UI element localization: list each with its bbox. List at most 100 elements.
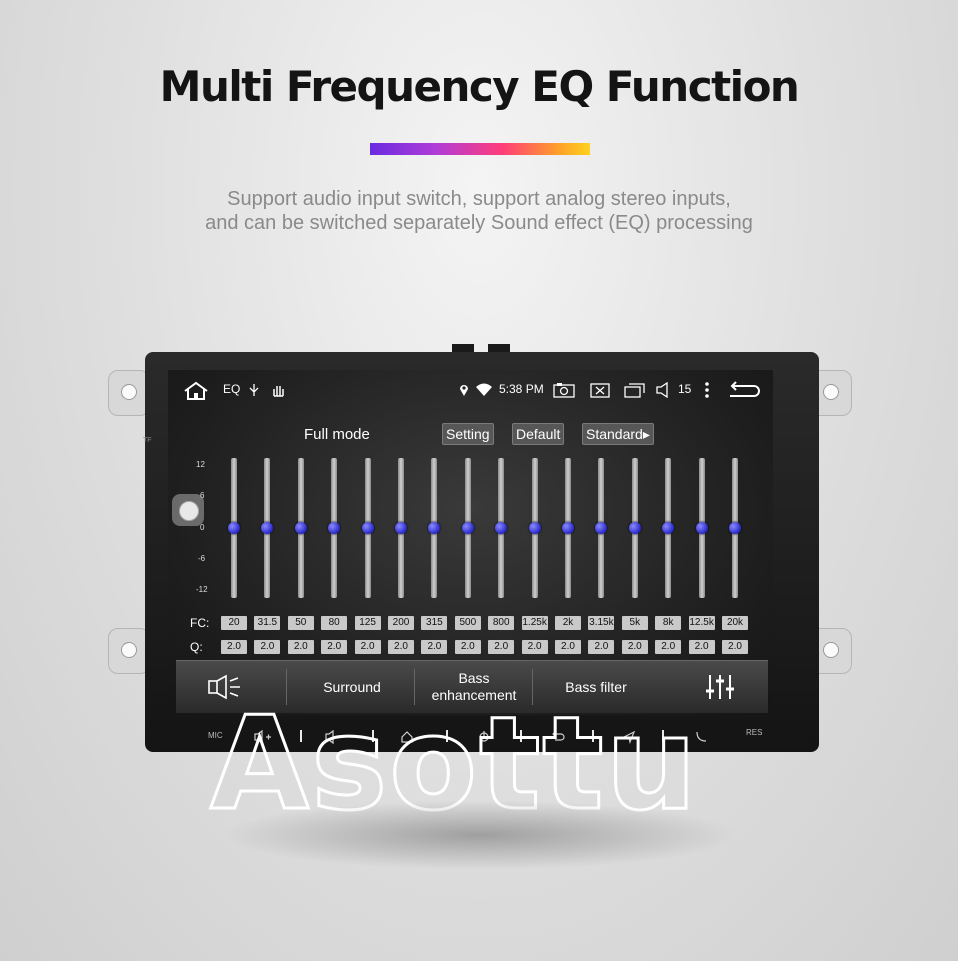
power-icon	[479, 731, 489, 742]
status-bar: EQ 5:38 PM 15	[168, 370, 773, 412]
bass-filter-button[interactable]: Bass filter	[565, 679, 627, 695]
res-label: RES	[746, 728, 763, 737]
eq-slider-knob[interactable]	[461, 522, 474, 534]
q-value[interactable]: 2.0	[722, 640, 748, 654]
subtitle-line-1: Support audio input switch, support anal…	[227, 188, 731, 210]
accent-bar	[370, 143, 590, 155]
volume-level: 15	[678, 382, 692, 396]
bass-enhancement-button[interactable]: Bass enhancement	[418, 661, 530, 713]
fc-value[interactable]: 125	[354, 616, 381, 630]
eq-slider-knob[interactable]	[528, 522, 541, 534]
y-tick: 0	[200, 523, 205, 532]
fc-value[interactable]: 12.5k	[688, 616, 715, 630]
eq-slider-knob[interactable]	[361, 522, 374, 534]
eq-slider-knob[interactable]	[562, 522, 574, 534]
back-icon[interactable]	[728, 381, 762, 401]
q-value[interactable]: 2.0	[388, 640, 414, 654]
hardware-buttons[interactable]	[250, 728, 710, 746]
eq-slider-knob[interactable]	[628, 522, 641, 534]
floating-assist-button[interactable]	[172, 494, 204, 526]
mount-ear-bottom-left	[108, 628, 150, 674]
fc-value[interactable]: 80	[321, 616, 348, 630]
q-value[interactable]: 2.0	[555, 640, 581, 654]
usb-icon	[249, 384, 259, 396]
home-icon[interactable]	[182, 380, 210, 402]
mount-ear-top-left	[108, 370, 150, 416]
camera-icon[interactable]	[553, 381, 575, 399]
q-row-label: Q:	[190, 640, 203, 654]
eq-slider-knob[interactable]	[261, 522, 274, 534]
fc-value[interactable]: 20	[221, 616, 247, 630]
q-value[interactable]: 2.0	[354, 640, 381, 654]
setting-button[interactable]: Setting	[442, 423, 494, 445]
q-value[interactable]: 2.0	[221, 640, 247, 654]
eq-sliders	[220, 458, 760, 598]
q-value[interactable]: 2.0	[421, 640, 448, 654]
eq-slider-knob[interactable]	[495, 522, 508, 534]
standard-preset-button[interactable]: Standard▸	[582, 423, 654, 445]
fc-row-label: FC:	[190, 616, 210, 630]
fc-value[interactable]: 3.15k	[588, 616, 615, 630]
divider	[532, 669, 533, 705]
q-value[interactable]: 2.0	[621, 640, 648, 654]
q-value[interactable]: 2.0	[688, 640, 715, 654]
windows-icon[interactable]	[624, 381, 646, 399]
bass-label-line-1: Bass	[458, 670, 490, 686]
eq-slider-knob[interactable]	[328, 522, 341, 534]
device-shadow	[220, 800, 740, 870]
y-tick: 6	[200, 491, 205, 500]
q-value[interactable]: 2.0	[521, 640, 548, 654]
divider	[414, 669, 415, 705]
mount-ear-bottom-right	[810, 628, 852, 674]
y-tick: -6	[198, 554, 206, 563]
surround-button[interactable]: Surround	[323, 679, 381, 695]
volume-up-icon	[254, 729, 271, 745]
bass-label-line-2: enhancement	[431, 687, 517, 703]
eq-mode-label: Full mode	[304, 426, 370, 443]
eq-slider-knob[interactable]	[729, 522, 741, 534]
q-value[interactable]: 2.0	[287, 640, 314, 654]
fc-value[interactable]: 31.5	[254, 616, 281, 630]
close-box-icon[interactable]	[590, 381, 610, 399]
eq-slider-knob[interactable]	[428, 522, 441, 534]
fc-value[interactable]: 315	[421, 616, 448, 630]
speaker-icon[interactable]	[206, 673, 246, 701]
eq-slider-knob[interactable]	[595, 522, 608, 534]
q-value[interactable]: 2.0	[321, 640, 348, 654]
clock: 5:38 PM	[499, 382, 544, 396]
equalizer-settings-icon[interactable]	[704, 673, 736, 701]
fc-value[interactable]: 5k	[621, 616, 648, 630]
fc-value[interactable]: 800	[488, 616, 515, 630]
q-value[interactable]: 2.0	[488, 640, 515, 654]
volume-down-icon	[325, 729, 342, 745]
q-value[interactable]: 2.0	[454, 640, 481, 654]
fc-value[interactable]: 1.25k	[521, 616, 548, 630]
subtitle-line-2: and can be switched separately Sound eff…	[205, 212, 753, 234]
fc-value[interactable]: 20k	[722, 616, 748, 630]
more-icon[interactable]	[703, 381, 711, 401]
fc-value[interactable]: 200	[388, 616, 414, 630]
default-button[interactable]: Default	[512, 423, 565, 445]
eq-slider-knob[interactable]	[228, 522, 240, 534]
q-value[interactable]: 2.0	[655, 640, 682, 654]
eq-slider-knob[interactable]	[695, 522, 708, 534]
fc-value[interactable]: 2k	[555, 616, 581, 630]
mic-label: MIC	[208, 731, 223, 740]
home-button-icon	[401, 731, 413, 743]
navigation-icon	[622, 730, 636, 744]
fc-value[interactable]: 500	[454, 616, 481, 630]
fc-value[interactable]: 8k	[655, 616, 682, 630]
eq-slider-knob[interactable]	[294, 522, 307, 534]
eq-slider-knob[interactable]	[395, 522, 407, 534]
android-screen: EQ 5:38 PM 15	[168, 370, 773, 715]
app-label: EQ	[223, 382, 241, 396]
fc-value[interactable]: 50	[287, 616, 314, 630]
back-button-icon	[552, 731, 565, 741]
divider	[286, 669, 287, 705]
volume-icon[interactable]	[656, 382, 672, 398]
location-icon	[460, 385, 468, 396]
q-value[interactable]: 2.0	[254, 640, 281, 654]
eq-slider-knob[interactable]	[662, 522, 675, 534]
q-value[interactable]: 2.0	[588, 640, 615, 654]
y-tick: 12	[196, 460, 205, 469]
